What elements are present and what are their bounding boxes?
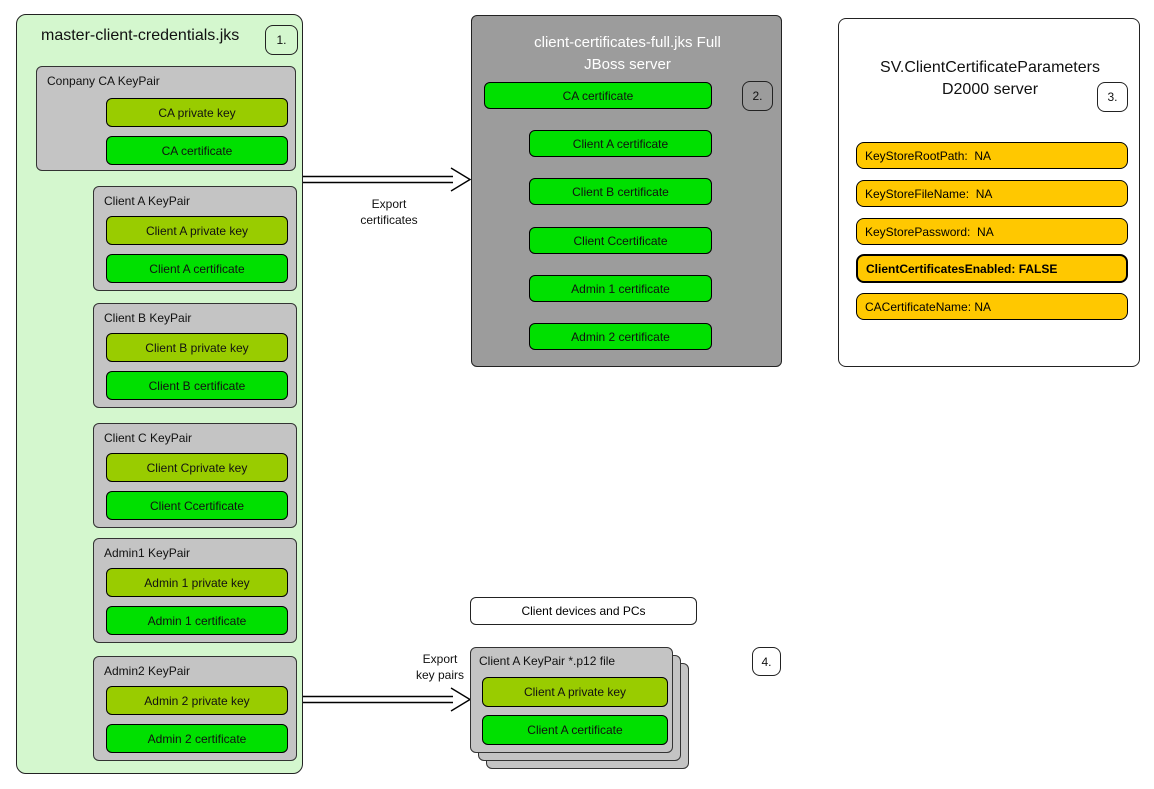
parameter-clientcertificatesenabled: ClientCertificatesEnabled: FALSE xyxy=(856,254,1128,283)
parameter-keystorerootpath: KeyStoreRootPath: NA xyxy=(856,142,1128,169)
keypair-group-title: Conpany CA KeyPair xyxy=(47,74,160,88)
step-badge-3: 3. xyxy=(1097,82,1128,112)
certificate-box: Admin 1 certificate xyxy=(529,275,712,302)
private-key-box: Client Cprivate key xyxy=(106,453,288,482)
step-badge-4: 4. xyxy=(752,647,781,676)
private-key-box: Client B private key xyxy=(106,333,288,362)
p12-file-title: Client A KeyPair *.p12 file xyxy=(479,654,616,668)
keypair-group-title: Admin2 KeyPair xyxy=(104,664,191,678)
private-key-box: Client A private key xyxy=(482,677,668,707)
export-key-pairs-label: Export key pairs xyxy=(415,652,465,682)
keypair-group-title: Client A KeyPair xyxy=(104,194,191,208)
certificate-box: CA certificate xyxy=(106,136,288,165)
jboss-keystore-title: client-certificates-full.jks Full JBoss … xyxy=(534,34,721,73)
parameter-keystorepassword: KeyStorePassword: NA xyxy=(856,218,1128,245)
certificate-box: Client B certificate xyxy=(106,371,288,400)
client-devices-box: Client devices and PCs xyxy=(470,597,697,625)
p12-file-box: Client A KeyPair *.p12 file Client A pri… xyxy=(470,647,673,753)
keypair-group-ca: Conpany CA KeyPair CA private key CA cer… xyxy=(36,66,296,171)
certificate-box: Admin 2 certificate xyxy=(529,323,712,350)
private-key-box: Admin 2 private key xyxy=(106,686,288,715)
keypair-group-client-b: Client B KeyPair Client B private key Cl… xyxy=(93,303,297,408)
keypair-group-admin2: Admin2 KeyPair Admin 2 private key Admin… xyxy=(93,656,297,761)
step-badge-2: 2. xyxy=(742,81,773,111)
private-key-box: Admin 1 private key xyxy=(106,568,288,597)
private-key-box: Client A private key xyxy=(106,216,288,245)
certificate-box: Client Ccertificate xyxy=(529,227,712,254)
certificate-box: Admin 2 certificate xyxy=(106,724,288,753)
keypair-group-client-c: Client C KeyPair Client Cprivate key Cli… xyxy=(93,423,297,528)
export-key-pairs-arrow xyxy=(303,687,472,712)
ca-certificate-box: CA certificate xyxy=(484,82,712,109)
keypair-group-title: Client B KeyPair xyxy=(104,311,192,325)
keypair-group-title: Admin1 KeyPair xyxy=(104,546,191,560)
certificate-box: Client A certificate xyxy=(106,254,288,283)
certificate-box: Client A certificate xyxy=(529,130,712,157)
certificate-box: Client A certificate xyxy=(482,715,668,745)
d2000-panel-title: SV.ClientCertificateParameters D2000 ser… xyxy=(880,59,1100,98)
parameter-cacertificatename: CACertificateName: NA xyxy=(856,293,1128,320)
step-badge-1: 1. xyxy=(265,25,298,55)
certificate-box: Admin 1 certificate xyxy=(106,606,288,635)
parameter-keystorefilename: KeyStoreFileName: NA xyxy=(856,180,1128,207)
certificate-box: Client B certificate xyxy=(529,178,712,205)
private-key-box: CA private key xyxy=(106,98,288,127)
panel-jboss-keystore: client-certificates-full.jks Full JBoss … xyxy=(471,15,782,367)
keypair-group-title: Client C KeyPair xyxy=(104,431,193,445)
keypair-group-admin1: Admin1 KeyPair Admin 1 private key Admin… xyxy=(93,538,297,643)
keypair-group-client-a: Client A KeyPair Client A private key Cl… xyxy=(93,186,297,291)
certificate-box: Client Ccertificate xyxy=(106,491,288,520)
panel-d2000-parameters: SV.ClientCertificateParameters D2000 ser… xyxy=(838,18,1140,367)
master-keystore-title: master-client-credentials.jks xyxy=(41,27,240,44)
export-certificates-arrow xyxy=(303,167,472,192)
panel-master-keystore: master-client-credentials.jks 1. Conpany… xyxy=(16,14,303,774)
export-certificates-label: Export certificates xyxy=(360,197,418,227)
